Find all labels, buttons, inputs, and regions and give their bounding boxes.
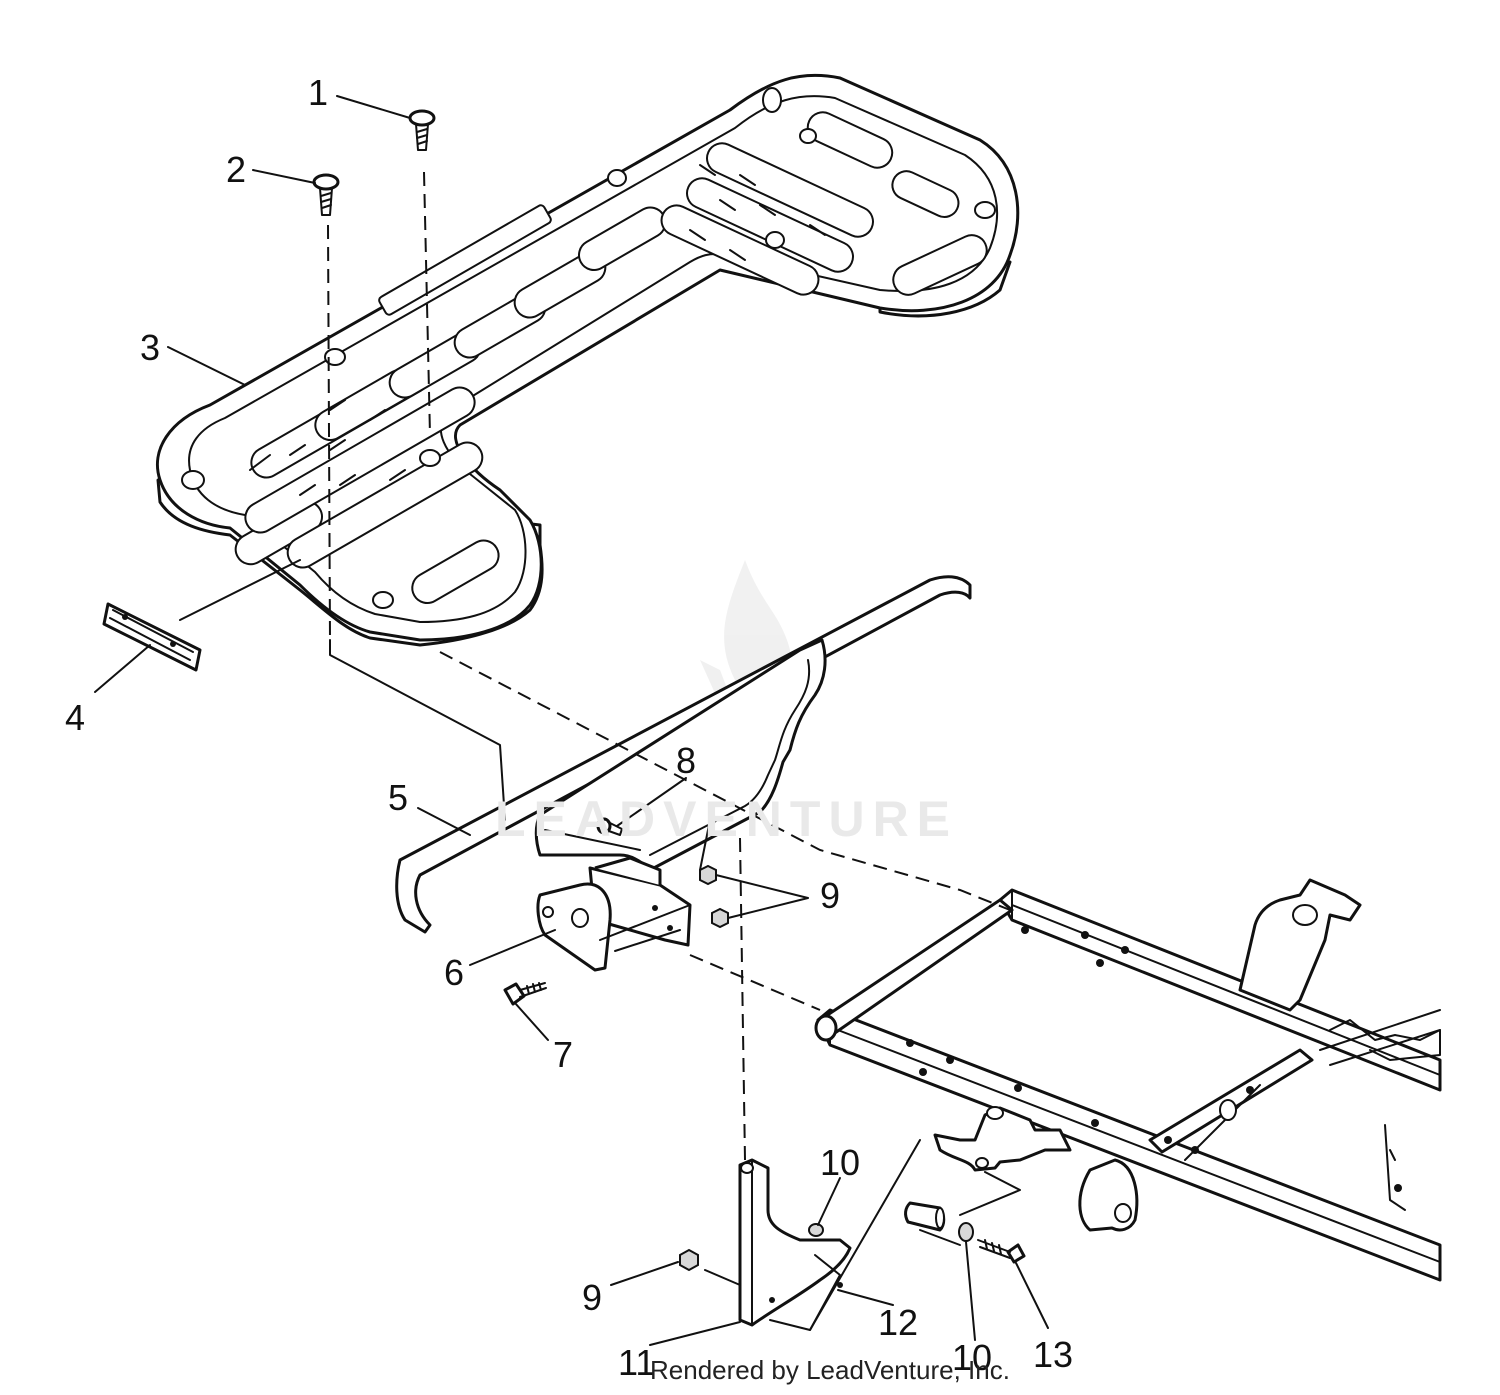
callout-5: 5	[388, 777, 409, 818]
callout-9-right: 9	[820, 875, 841, 916]
washer-10-icon	[808, 1222, 974, 1242]
callout-10-bottom: 10	[952, 1337, 993, 1378]
callout-4: 4	[65, 697, 86, 738]
screw-1-icon	[408, 109, 436, 151]
screw-8-icon	[596, 817, 623, 836]
callout-6: 6	[444, 952, 465, 993]
callout-7: 7	[553, 1034, 574, 1075]
mounting-bracket	[536, 856, 692, 972]
callout-12: 12	[878, 1302, 919, 1343]
rear-rack	[155, 73, 1020, 647]
vehicle-frame	[814, 878, 1442, 1282]
bolt-7-icon	[503, 982, 547, 1006]
callout-2: 2	[226, 149, 247, 190]
rack-support-rail	[395, 575, 972, 934]
screw-2-icon	[312, 173, 340, 216]
watermark: LEADVENTURE	[495, 791, 959, 847]
nut-9-icon	[679, 864, 729, 1272]
callout-3: 3	[140, 327, 161, 368]
bolt-13-icon	[977, 1239, 1026, 1264]
callout-10-top: 10	[820, 1142, 861, 1183]
mud-flap	[738, 1158, 852, 1327]
render-credit: Rendered by LeadVenture, Inc.	[650, 1355, 1010, 1385]
reflector	[102, 602, 202, 672]
assembly-lines	[179, 171, 1021, 1331]
callout-leaders	[94, 95, 1049, 1346]
callout-1: 1	[308, 72, 329, 113]
callout-9-left: 9	[582, 1277, 603, 1318]
callout-8: 8	[676, 740, 697, 781]
spacer-12-icon	[904, 1201, 946, 1232]
callout-11: 11	[618, 1342, 656, 1383]
callout-13: 13	[1033, 1334, 1074, 1375]
